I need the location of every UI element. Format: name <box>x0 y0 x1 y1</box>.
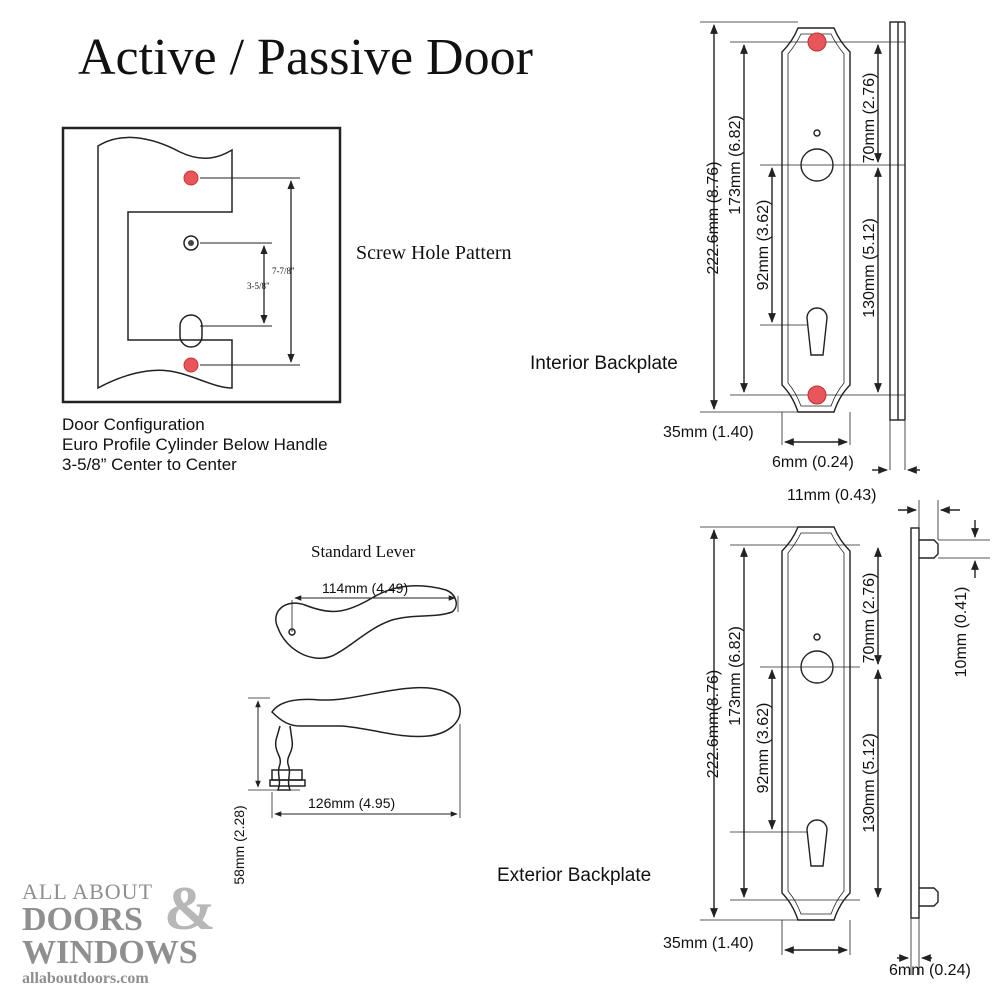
lever-drawing <box>248 585 461 818</box>
exterior-depth-label: 6mm (0.24) <box>889 962 971 979</box>
interior-top-spacing-label: 70mm (2.76) <box>861 73 878 164</box>
exterior-total-height-label: 222.6mm(8.76) <box>705 670 722 779</box>
screw-hole-bottom-marker <box>183 357 199 373</box>
interior-bottom-screw-marker <box>807 385 827 405</box>
interior-top-screw-marker <box>807 32 827 52</box>
watermark-url: allaboutdoors.com <box>22 970 149 987</box>
exterior-backplate-drawing <box>700 500 990 975</box>
watermark-windows: WINDOWS <box>22 934 198 971</box>
exterior-screw-spacing-label: 173mm (6.82) <box>727 626 744 726</box>
page-title: Active / Passive Door <box>78 29 533 86</box>
dim-outer-label: 7-7/8" <box>272 266 295 276</box>
dim-inner-label: 3-5/8" <box>247 281 270 291</box>
watermark-doors: DOORS <box>22 901 143 938</box>
interior-center-spacing-label: 92mm (3.62) <box>755 200 772 291</box>
exterior-center-spacing-label: 92mm (3.62) <box>755 703 772 794</box>
lever-height-label: 58mm (2.28) <box>231 805 247 884</box>
lever-title: Standard Lever <box>311 542 416 561</box>
lever-length-label: 126mm (4.95) <box>308 795 395 811</box>
watermark-ampersand: & <box>164 875 216 943</box>
site-watermark-logo: ALL ABOUT DOORS WINDOWS allaboutdoors.co… <box>22 875 232 988</box>
screw-hole-pattern-label: Screw Hole Pattern <box>356 242 512 264</box>
interior-total-height-label: 222.6mm (8.76) <box>705 162 722 275</box>
door-config-cylinder: Euro Profile Cylinder Below Handle <box>62 435 328 454</box>
exterior-rose-depth-label: 11mm (0.43) <box>787 487 877 504</box>
exterior-top-spacing-label: 70mm (2.76) <box>861 573 878 664</box>
door-config-heading: Door Configuration <box>62 415 205 434</box>
door-configuration-notes: Door Configuration Euro Profile Cylinder… <box>62 415 328 475</box>
spindle-hole-marker <box>188 240 194 246</box>
screw-hole-pattern-diagram <box>61 126 342 404</box>
interior-width-label: 35mm (1.40) <box>663 424 754 441</box>
watermark-all-about: ALL ABOUT <box>22 879 154 904</box>
screw-hole-top-marker <box>183 170 199 186</box>
interior-lower-spacing-label: 130mm (5.12) <box>861 218 878 318</box>
interior-backplate-label: Interior Backplate <box>530 353 678 374</box>
interior-depth-label: 6mm (0.24) <box>772 454 854 471</box>
interior-backplate-drawing <box>700 21 920 474</box>
interior-screw-spacing-label: 173mm (6.82) <box>727 115 744 215</box>
door-config-center: 3-5/8” Center to Center <box>62 455 237 474</box>
exterior-pin-label: 10mm (0.41) <box>953 587 970 678</box>
lever-width-label: 114mm (4.49) <box>322 580 408 596</box>
exterior-lower-spacing-label: 130mm (5.12) <box>861 733 878 833</box>
exterior-width-label: 35mm (1.40) <box>663 935 754 952</box>
exterior-backplate-label: Exterior Backplate <box>497 865 652 886</box>
